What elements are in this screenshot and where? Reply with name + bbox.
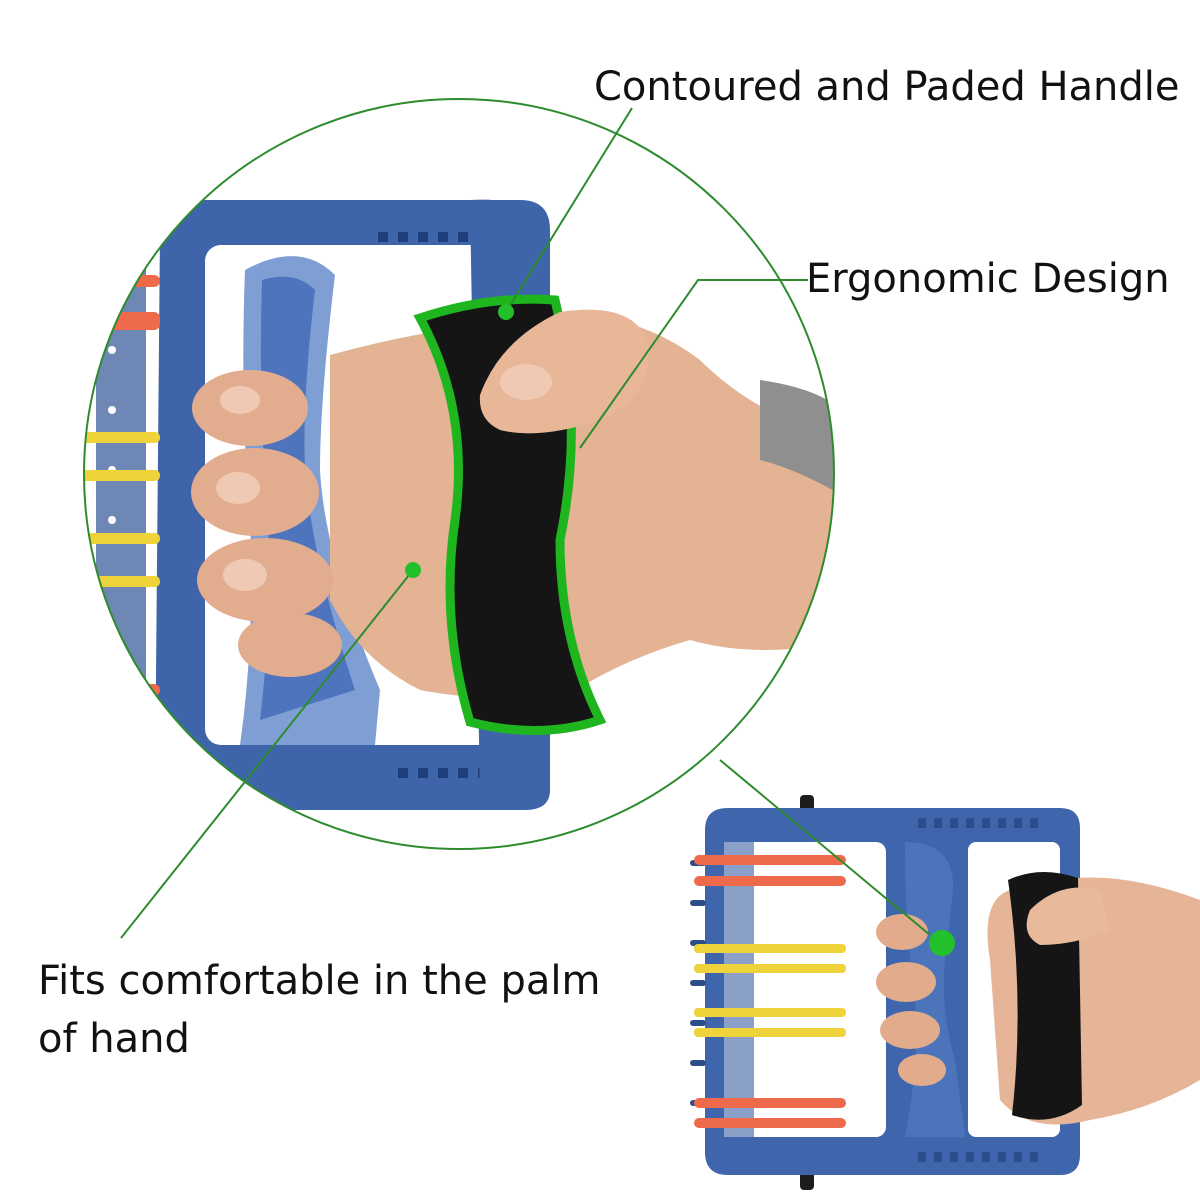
zoom-circle-outline: [83, 98, 835, 850]
zoom-connector-line: [719, 759, 931, 936]
callout-palm: [120, 562, 421, 939]
label-fits-palm-line1: Fits comfortable in the palm: [38, 958, 601, 1004]
label-fits-palm-line2: of hand: [38, 1016, 190, 1062]
label-fits-palm: Fits comfortable in the palm of hand: [38, 952, 600, 1068]
label-ergonomic-design: Ergonomic Design: [806, 256, 1170, 302]
callout-ergonomic: [579, 279, 808, 449]
label-contoured-handle: Contoured and Paded Handle: [594, 64, 1180, 110]
hand-gripper-product-photo: [690, 795, 1200, 1190]
zoomed-handle-detail: [84, 99, 834, 849]
callout-handle: [498, 107, 633, 320]
